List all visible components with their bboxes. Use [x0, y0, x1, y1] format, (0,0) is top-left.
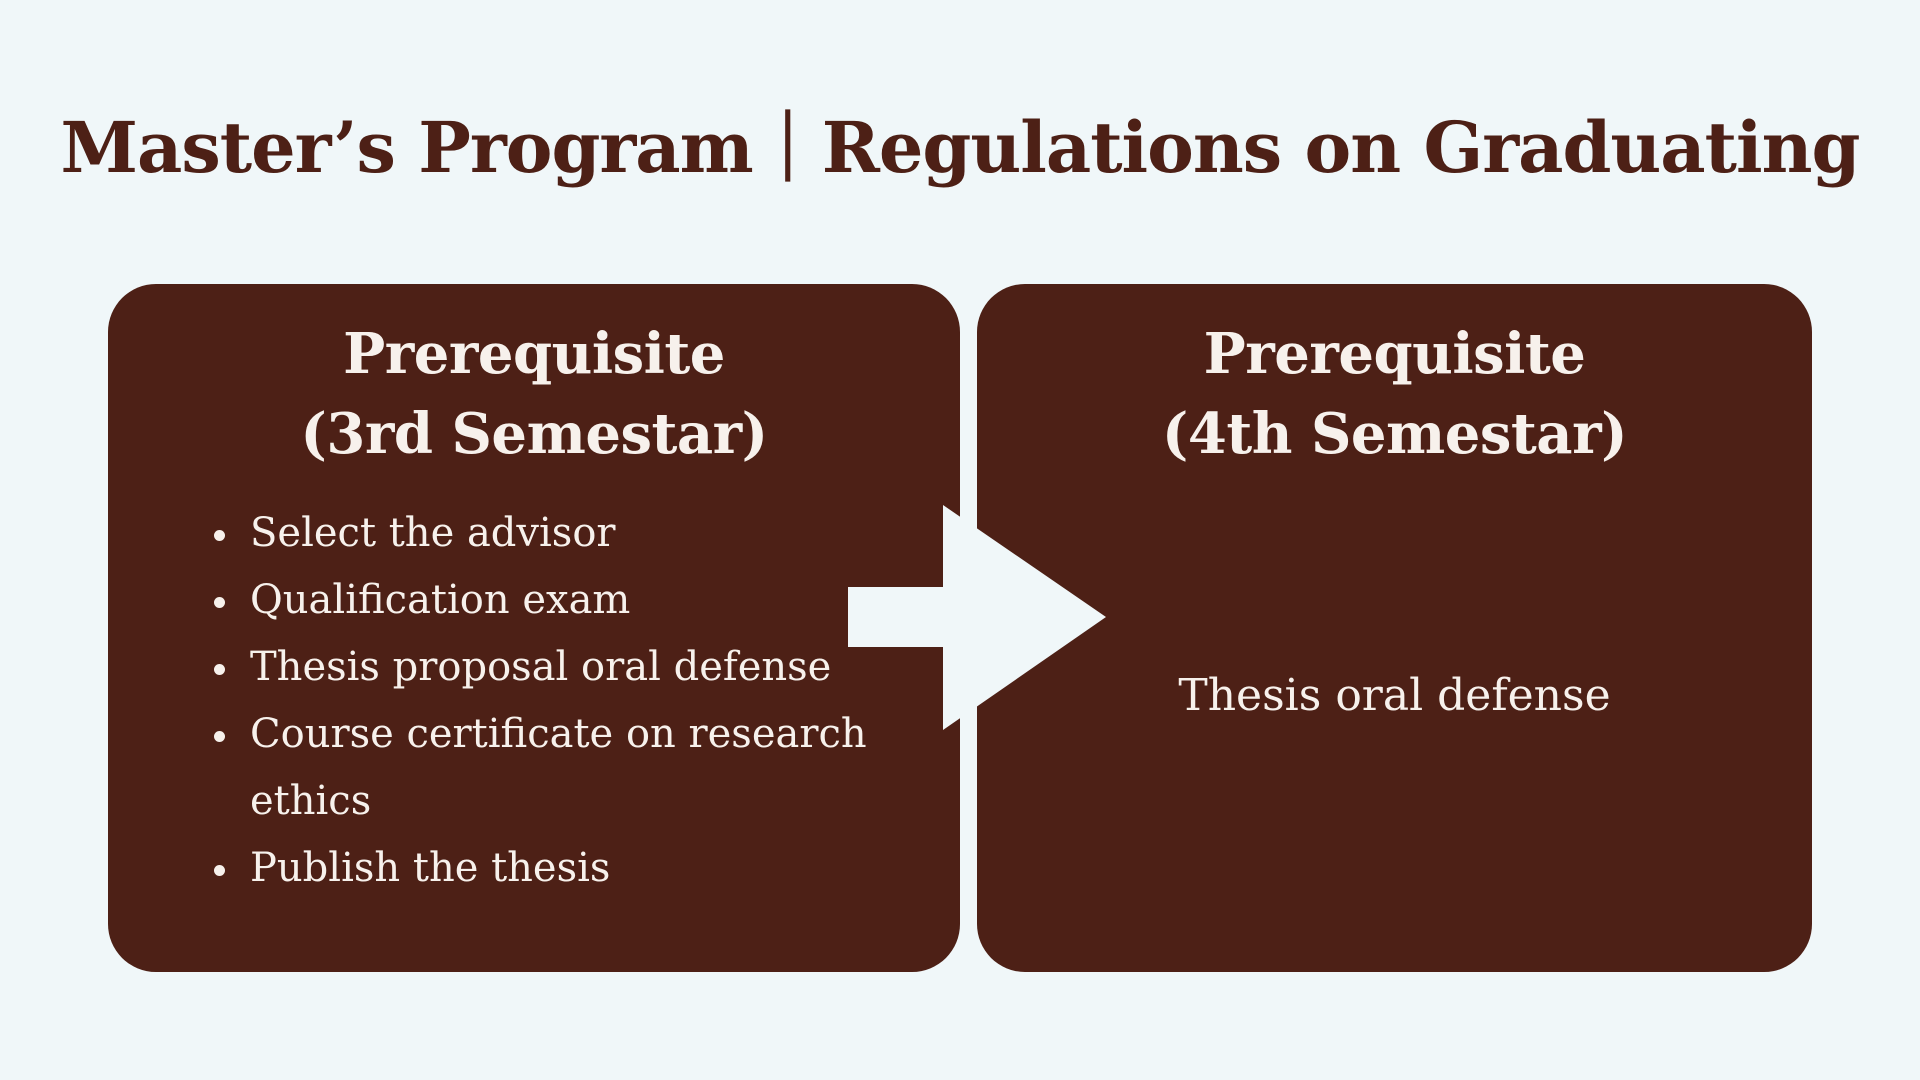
list-item: Select the advisor [214, 500, 914, 567]
bullet-icon [214, 530, 225, 541]
list-item-text: Select the advisor [250, 510, 616, 556]
list-item: Qualification exam [214, 567, 914, 634]
list-item: Course certificate on research ethics [214, 701, 914, 835]
panel-heading-line2: (4th Semestar) [1161, 401, 1628, 467]
list-item-text: Thesis proposal oral defense [250, 644, 832, 690]
bullet-icon [214, 865, 225, 876]
list-item: Publish the thesis [214, 835, 914, 902]
panel-heading-line2: (3rd Semestar) [300, 401, 768, 467]
requirements-list: Select the advisor Qualification exam Th… [214, 500, 914, 902]
list-item-text: Qualification exam [250, 577, 631, 623]
panel-heading: Prerequisite (4th Semestar) [977, 314, 1812, 474]
panel-4th-semester: Prerequisite (4th Semestar) Thesis oral … [977, 284, 1812, 972]
list-item-text: Publish the thesis [250, 845, 611, 891]
page-title: Master’s Program｜Regulations on Graduati… [60, 106, 1861, 189]
panel-heading-line1: Prerequisite [343, 321, 725, 387]
right-arrow-icon [848, 505, 1106, 730]
panel-heading-line1: Prerequisite [1203, 321, 1586, 387]
panel-3rd-semester: Prerequisite (3rd Semestar) Select the a… [108, 284, 960, 972]
list-item: Thesis proposal oral defense [214, 634, 914, 701]
bullet-icon [214, 664, 225, 675]
requirement-text: Thesis oral defense [1178, 670, 1611, 721]
panel-heading: Prerequisite (3rd Semestar) [108, 314, 960, 474]
list-item-text: Course certificate on research ethics [250, 711, 867, 824]
bullet-icon [214, 731, 225, 742]
bullet-icon [214, 597, 225, 608]
